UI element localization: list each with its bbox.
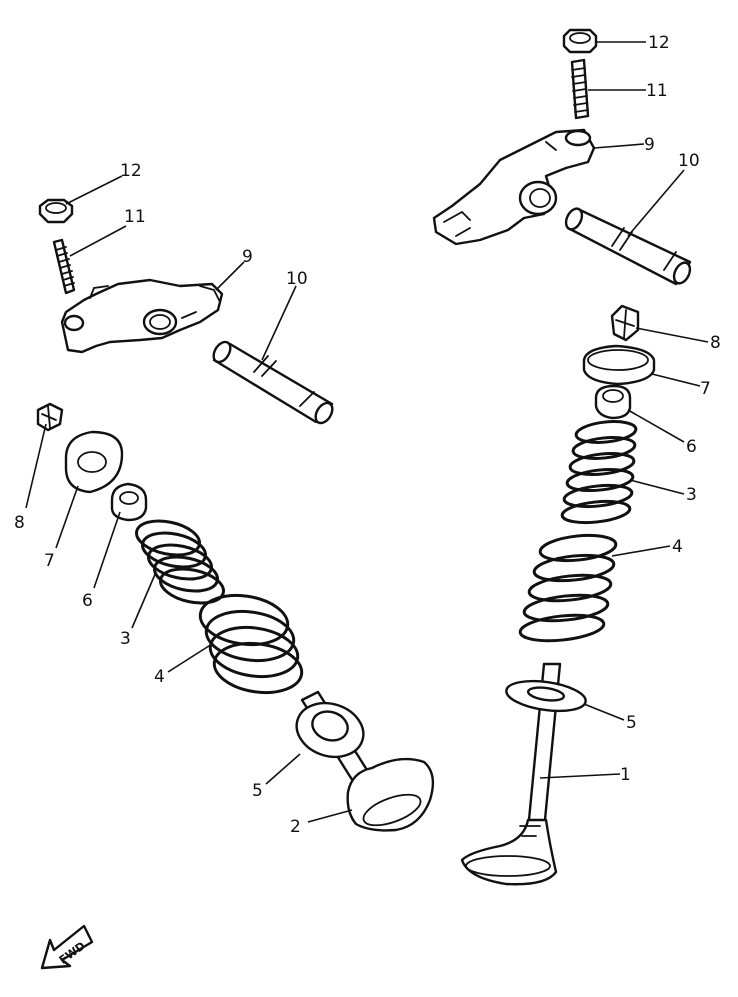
left-adjusting-screw (52, 238, 76, 295)
left-callout-8: 8 (14, 513, 25, 533)
left-locknut (38, 198, 74, 224)
right-callout-8: 8 (710, 333, 721, 353)
right-valve-cotter (610, 304, 640, 342)
left-callout-4: 4 (154, 667, 165, 687)
left-callout-3: 3 (120, 629, 131, 649)
right-callout-3: 3 (686, 485, 697, 505)
left-rocker-arm (60, 278, 224, 354)
right-callout-4: 4 (672, 537, 683, 557)
right-inner-valve-spring (560, 420, 638, 525)
leader-lines (25, 41, 709, 823)
right-callout-10: 10 (678, 151, 700, 171)
right-rocker-shaft (564, 207, 692, 286)
right-adjusting-screw (570, 58, 590, 120)
right-locknut (562, 28, 598, 54)
right-callout-1: 1 (620, 765, 631, 785)
right-callout-9: 9 (644, 135, 655, 155)
fwd-arrow-icon: FWD (40, 924, 94, 970)
left-outer-valve-spring (198, 593, 304, 695)
left-callout-9: 9 (242, 247, 253, 267)
right-callout-11: 11 (646, 81, 668, 101)
right-outer-valve-spring (518, 533, 618, 643)
left-rocker-shaft (212, 340, 334, 425)
left-callout-10: 10 (286, 269, 308, 289)
right-spring-retainer (582, 344, 656, 386)
left-callout-2: 2 (290, 817, 301, 837)
right-valve-spring-seat (505, 679, 587, 713)
right-callout-7: 7 (700, 379, 711, 399)
left-callout-11: 11 (124, 207, 146, 227)
left-valve-spring-seat (295, 701, 365, 759)
left-spring-retainer (64, 430, 124, 494)
left-callout-12: 12 (120, 161, 142, 181)
left-oil-seal (110, 482, 148, 522)
right-callout-12: 12 (648, 33, 670, 53)
right-callout-5: 5 (626, 713, 637, 733)
left-callout-6: 6 (82, 591, 93, 611)
left-callout-5: 5 (252, 781, 263, 801)
left-valve-cotter (36, 402, 64, 432)
right-rocker-arm (432, 128, 596, 246)
left-callout-7: 7 (44, 551, 55, 571)
right-callout-6: 6 (686, 437, 697, 457)
callout-labels: 12 11 9 10 8 7 6 3 4 5 2 12 11 9 10 8 7 … (14, 33, 721, 837)
left-inner-valve-spring (135, 519, 225, 605)
right-oil-seal (594, 384, 632, 420)
